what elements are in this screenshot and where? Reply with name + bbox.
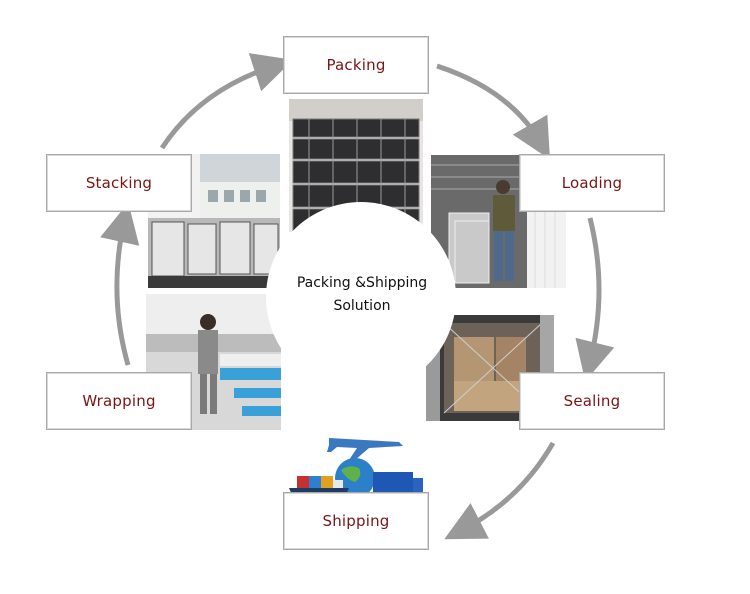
center-title: Packing &Shipping Solution — [282, 272, 442, 318]
airplane-icon — [327, 438, 403, 460]
arrow-wrapping-to-stacking — [117, 222, 128, 365]
center-title-line2: Solution — [282, 295, 442, 318]
step-stacking: Stacking — [46, 154, 192, 212]
step-loading: Loading — [519, 154, 665, 212]
arrow-stacking-to-packing — [162, 66, 274, 148]
step-shipping: Shipping — [283, 492, 429, 550]
center-title-line1: Packing &Shipping — [282, 272, 442, 295]
step-packing: Packing — [283, 36, 429, 94]
step-wrapping: Wrapping — [46, 372, 192, 430]
arrow-loading-to-sealing — [590, 218, 599, 362]
step-sealing: Sealing — [519, 372, 665, 430]
packing-photo — [289, 99, 423, 232]
arrow-sealing-to-shipping — [462, 443, 553, 530]
arrow-packing-to-loading — [437, 66, 540, 142]
